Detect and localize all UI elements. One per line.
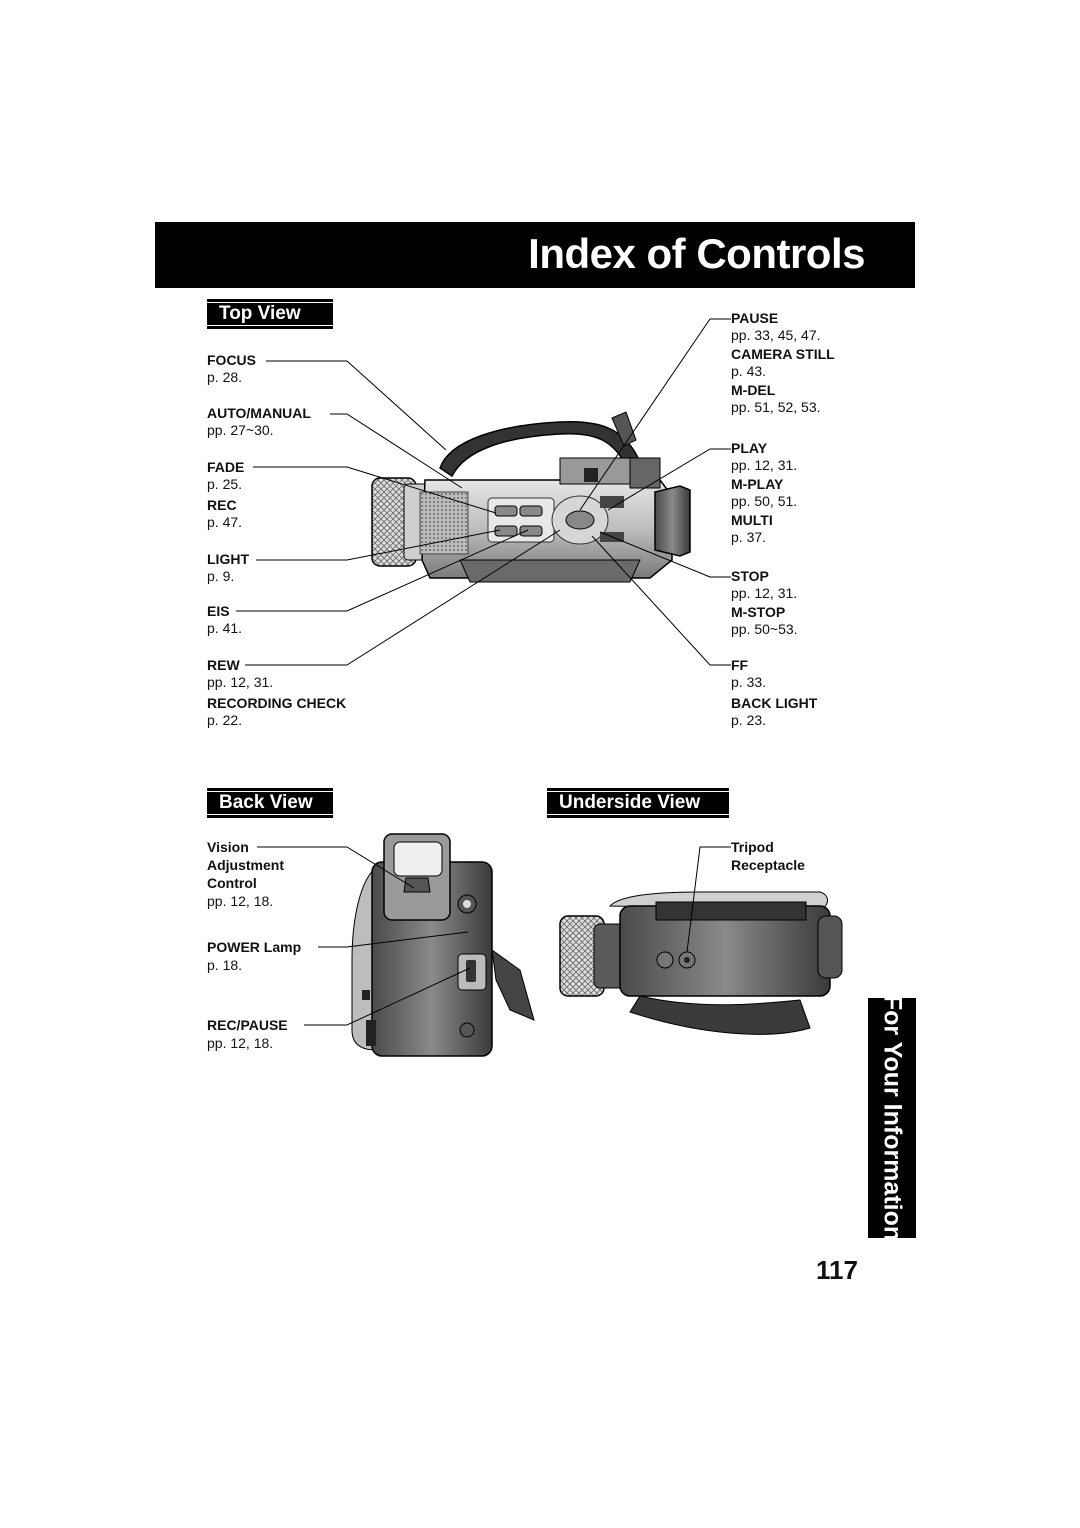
- label-name: FADE: [207, 459, 245, 475]
- label-name: STOP: [731, 568, 769, 584]
- label-name: M-DEL: [731, 382, 776, 398]
- page-number: 117: [816, 1255, 858, 1285]
- label-name: REC/PAUSE: [207, 1017, 288, 1033]
- label-pages: pp. 12, 31.: [731, 457, 798, 473]
- underside-view-camera: [559, 891, 843, 1035]
- title-bar: Index of Controls: [155, 222, 915, 288]
- label-pages: p. 18.: [207, 957, 243, 973]
- label-pages: pp. 27~30.: [207, 422, 274, 438]
- side-tab-label: For Your Information: [878, 994, 907, 1242]
- label-name: REW: [207, 657, 240, 673]
- label-name-line-1: Vision: [207, 839, 249, 855]
- label-pages: pp. 50~53.: [731, 621, 798, 637]
- label-pages: p. 41.: [207, 620, 243, 636]
- leader-line-underside: [686, 846, 731, 953]
- label-pages: pp. 51, 52, 53.: [731, 399, 821, 415]
- label-name: M-STOP: [731, 604, 786, 620]
- label-name-line-2: Adjustment: [207, 857, 284, 873]
- label-pages: p. 23.: [731, 712, 767, 728]
- section-label-top-view: Top View: [207, 299, 333, 329]
- label-name: PLAY: [731, 440, 768, 456]
- label-pages: pp. 12, 31.: [731, 585, 798, 601]
- label-name: M-PLAY: [731, 476, 784, 492]
- leader-lines-top-right: [579, 318, 731, 666]
- label-pages: pp. 33, 45, 47.: [731, 327, 821, 343]
- label-name: MULTI: [731, 512, 773, 528]
- label-pages: p. 22.: [207, 712, 243, 728]
- label-name: LIGHT: [207, 551, 249, 567]
- label-pages: p. 9.: [207, 568, 235, 584]
- label-pages: p. 25.: [207, 476, 243, 492]
- back-view-camera: [351, 833, 535, 1057]
- label-pages: p. 33.: [731, 674, 767, 690]
- label-name-line-2: Receptacle: [731, 857, 805, 873]
- label-pages: pp. 12, 18.: [207, 893, 274, 909]
- top-view-camera: [371, 411, 691, 583]
- label-name: AUTO/MANUAL: [207, 405, 311, 421]
- label-pages: p. 37.: [731, 529, 767, 545]
- label-pages: p. 47.: [207, 514, 243, 530]
- section-label-underside-view: Underside View: [547, 788, 729, 818]
- page-title: Index of Controls: [528, 230, 865, 277]
- label-name: BACK LIGHT: [731, 695, 818, 711]
- label-pages: pp. 50, 51.: [731, 493, 798, 509]
- label-power-lamp: POWER Lamp p. 18.: [207, 938, 301, 974]
- label-name: EIS: [207, 603, 230, 619]
- leader-lines-top-left: [236, 360, 561, 666]
- side-tab: For Your Information: [868, 994, 916, 1242]
- label-rec-pause: REC/PAUSE pp. 12, 18.: [207, 1016, 288, 1052]
- label-name: PAUSE: [731, 310, 779, 326]
- label-pages: pp. 12, 18.: [207, 1035, 274, 1051]
- label-name-line-1: Tripod: [731, 839, 774, 855]
- label-name: RECORDING CHECK: [207, 695, 347, 711]
- label-pages: p. 28.: [207, 369, 243, 385]
- label-pages: pp. 12, 31.: [207, 674, 274, 690]
- label-name-line-3: Control: [207, 875, 257, 891]
- label-name: FOCUS: [207, 352, 256, 368]
- label-vision-adjustment-control: Vision Adjustment Control pp. 12, 18.: [207, 838, 284, 910]
- leader-lines-back: [257, 846, 471, 1026]
- label-tripod-receptacle: Tripod Receptacle: [731, 838, 805, 874]
- label-name: FF: [731, 657, 749, 673]
- section-label-back-view: Back View: [207, 788, 333, 818]
- label-name: CAMERA STILL: [731, 346, 835, 362]
- label-pages: p. 43.: [731, 363, 767, 379]
- label-name: POWER Lamp: [207, 939, 302, 955]
- label-name: REC: [207, 497, 237, 513]
